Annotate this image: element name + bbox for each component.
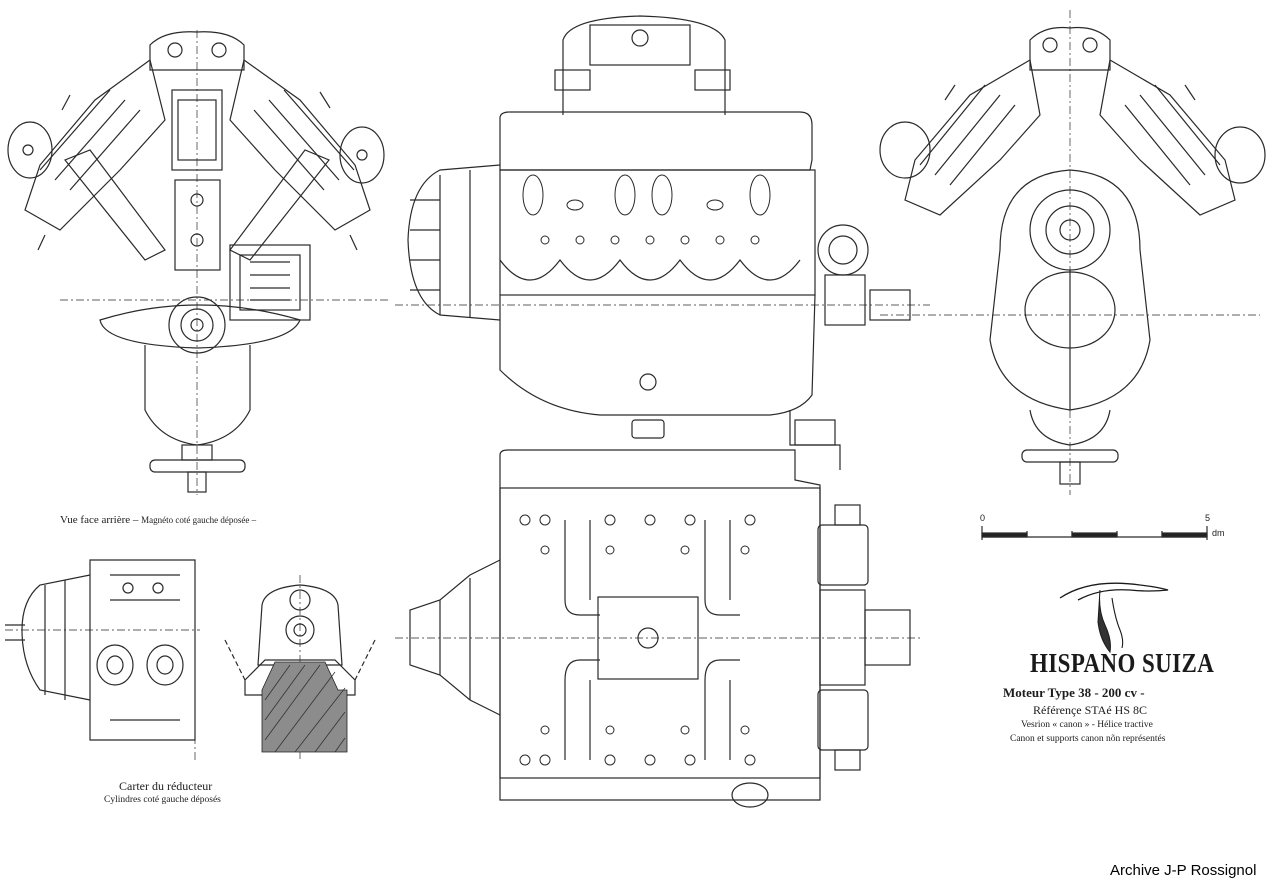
engine-reference: Référençe STAé HS 8C (1033, 703, 1148, 717)
rear-view-title: Vue face arrière – (60, 514, 139, 526)
engine-version: Vesrion « canon » - Hélice tractive (1021, 720, 1153, 730)
reduction-gear-side-drawing (5, 559, 200, 760)
scale-unit-label: dm (1212, 528, 1225, 538)
reduction-gear-hatched-section (261, 661, 348, 753)
front-view-drawing (879, 10, 1266, 495)
gearbox-caption-note: Cylindres coté gauche déposés (104, 795, 221, 805)
rear-view-note: Magnéto coté gauche déposée – (141, 515, 257, 525)
rear-view-drawing (7, 30, 390, 495)
stork-logo (1059, 582, 1169, 654)
scale-bar (981, 526, 1208, 540)
top-view-drawing (395, 449, 920, 808)
engine-note: Canon et supports canon nõn représentés (1010, 734, 1166, 744)
engine-title: Moteur Type 38 - 200 cv - (1003, 685, 1145, 700)
rear-view-caption: Vue face arrière – Magnéto coté gauche d… (60, 514, 256, 526)
gearbox-caption-title: Carter du réducteur (119, 779, 213, 793)
scale-end-label: 5 (1205, 513, 1211, 523)
scale-start-label: 0 (980, 513, 986, 523)
side-view-drawing (395, 15, 930, 470)
brand-title: HISPANO SUIZA (1030, 648, 1215, 678)
archive-credit: Archive J-P Rossignol (1110, 862, 1257, 879)
